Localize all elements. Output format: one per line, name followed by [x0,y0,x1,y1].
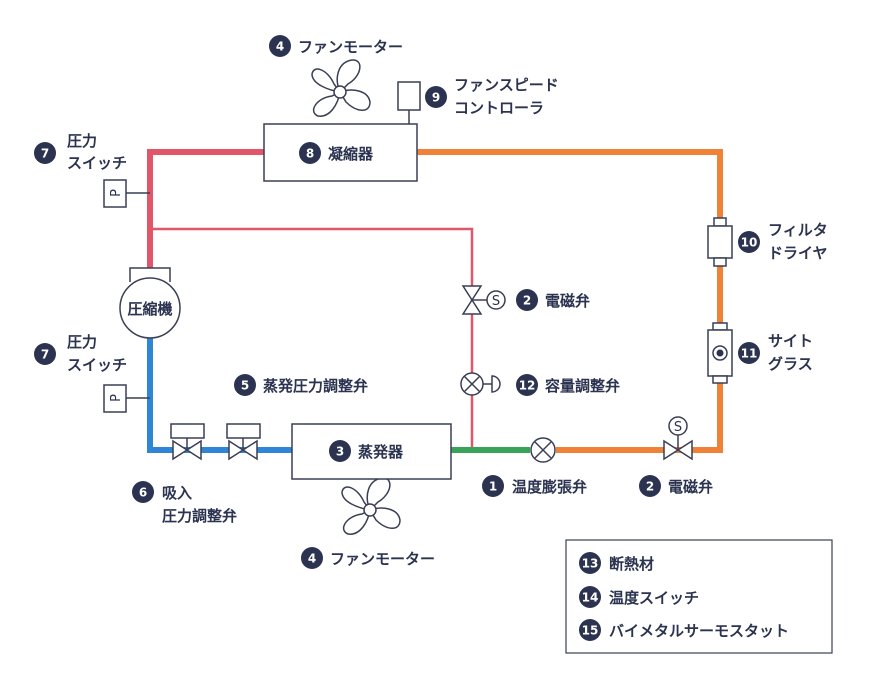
solenoid-valve-bypass-icon [461,285,506,315]
sight-glass-line1: サイト [768,332,813,350]
fan-motor-top-number: 4 [276,40,284,54]
legend: 13 断熱材 14 温度スイッチ 15 バイメタルサーモスタット [565,539,833,654]
pressure-switch-low-p: P [109,394,124,402]
pressure-switch-low-number: 7 [41,348,49,362]
fan-bottom-icon [341,477,401,535]
filter-dryer-icon [707,217,733,267]
suction-pressure-valve-line1: 吸入 [162,484,192,502]
sight-glass-line2: グラス [768,355,813,373]
pressure-switch-low-line2: スイッチ [67,356,127,374]
filter-dryer-line1: フィルタ [768,221,828,239]
capacity-valve-label: 容量調整弁 [544,377,620,395]
evaporator-label: 蒸発器 [358,443,404,461]
pressure-switch-high-number: 7 [41,147,49,161]
solenoid-bypass-s: S [492,294,500,309]
solenoid-valve-liquid-icon [663,416,693,461]
condenser-label: 凝縮器 [328,145,374,163]
evap-pressure-valve-label: 蒸発圧力調整弁 [263,377,368,395]
pressure-switch-low-line1: 圧力 [67,333,97,351]
condenser-box [263,123,418,182]
pressure-switch-high-box [103,179,127,208]
capacity-valve-icon [460,372,501,396]
compressor-icon [119,267,181,339]
fan-motor-bottom-label: ファンモーター [330,550,435,568]
capacity-valve-number: 12 [519,379,536,393]
solenoid-bypass-number: 2 [523,294,531,308]
compressor-label: 圧縮機 [127,300,172,318]
legend-item-13-number: 13 [582,557,599,571]
filter-dryer-number: 10 [741,236,758,250]
legend-item-15-number: 15 [582,624,599,638]
evap-pressure-valve-icon [226,423,261,461]
hot-gas-line [147,149,474,450]
pressure-switch-high-p: P [109,189,124,197]
fan-speed-controller-box [397,81,421,111]
legend-item-15-label: バイメタルサーモスタット [609,622,789,640]
filter-dryer-line2: ドライヤ [768,244,828,262]
suction-pressure-valve-number: 6 [139,486,147,500]
evaporator-number: 3 [336,445,344,459]
legend-item-13-label: 断熱材 [609,555,654,573]
solenoid-liquid-s: S [674,420,682,435]
fan-speed-controller-line2: コントローラ [454,99,544,117]
fan-speed-controller-number: 9 [432,91,440,105]
pressure-switch-high-line1: 圧力 [67,132,97,150]
solenoid-liquid-label: 電磁弁 [668,478,713,496]
condenser-number: 8 [306,147,314,161]
liquid-line [417,149,723,453]
solenoid-bypass-label: 電磁弁 [545,292,590,310]
pressure-switch-high-line2: スイッチ [67,154,127,172]
legend-item-14-number: 14 [582,591,599,605]
solenoid-liquid-number: 2 [646,480,654,494]
expansion-valve-label: 温度膨張弁 [512,478,587,496]
fan-motor-top-label: ファンモーター [298,38,403,56]
legend-item-14-label: 温度スイッチ [609,589,699,607]
sight-glass-icon [707,322,733,384]
fan-top-icon [311,59,371,117]
evaporator-box [291,423,452,480]
suction-pressure-valve-line2: 圧力調整弁 [162,507,237,525]
expansion-valve-icon [530,437,556,463]
fan-speed-controller-line1: ファンスピード [454,76,559,94]
expansion-valve-number: 1 [489,480,497,494]
fan-motor-bottom-number: 4 [308,552,316,566]
pressure-switch-low-box [103,384,127,413]
sight-glass-number: 11 [741,347,758,361]
evap-pressure-valve-number: 5 [241,379,249,393]
suction-pressure-valve-icon [170,423,205,461]
